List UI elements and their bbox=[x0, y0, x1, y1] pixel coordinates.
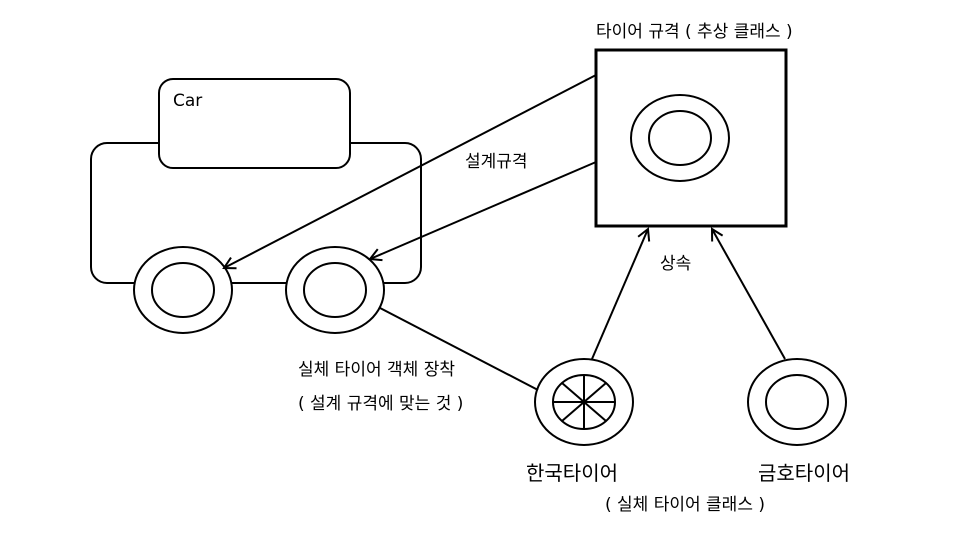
hankook-tire bbox=[534, 358, 634, 446]
car-cabin bbox=[158, 78, 351, 169]
mount-label-line1: 실체 타이어 객체 장착 bbox=[298, 360, 455, 380]
mount-label-line2: ( 설계 규격에 맞는 것 ) bbox=[298, 394, 463, 414]
design-spec-label: 설계규격 bbox=[465, 152, 528, 172]
design-spec-arrow-2 bbox=[370, 161, 597, 259]
car-wheel-left bbox=[133, 246, 233, 334]
hankook-label: 한국타이어 bbox=[526, 461, 618, 485]
concrete-class-label: ( 실체 타이어 클래스 ) bbox=[605, 495, 765, 515]
kumho-tire bbox=[747, 358, 847, 446]
car-wheel-right bbox=[285, 246, 385, 334]
inherit-arrow-hankook bbox=[591, 229, 648, 360]
kumho-label: 금호타이어 bbox=[758, 461, 850, 485]
mount-line bbox=[379, 307, 539, 391]
tire-spec-tire bbox=[630, 94, 730, 182]
inherit-label: 상속 bbox=[660, 254, 691, 274]
inherit-arrow-kumho bbox=[712, 229, 786, 360]
tire-spec-label: 타이어 규격 ( 추상 클래스 ) bbox=[596, 22, 793, 42]
car-label: Car bbox=[173, 91, 202, 111]
design-spec-arrow-1 bbox=[224, 74, 597, 268]
